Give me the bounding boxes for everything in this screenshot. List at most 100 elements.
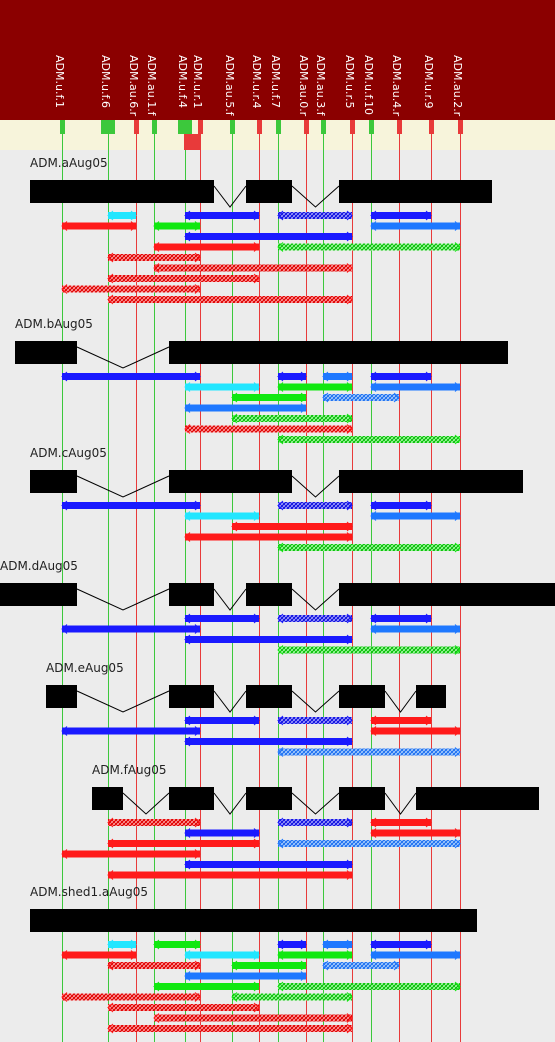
amplicon-arrow-right: [346, 500, 353, 511]
primer-label: ADM.u.f.1: [53, 55, 68, 119]
amplicon-arrow-left: [370, 613, 377, 624]
amplicon-arrow-right: [393, 960, 400, 971]
amplicon-bar: [61, 500, 201, 511]
amplicon-fill: [232, 962, 306, 969]
amplicon-arrow-right: [253, 981, 260, 992]
amplicon-arrow-right: [253, 715, 260, 726]
amplicon-fill: [108, 962, 200, 969]
primer-marker: [369, 120, 374, 134]
amplicon-fill: [278, 544, 460, 551]
amplicon-bar: [370, 500, 432, 511]
exon-block: [339, 470, 523, 493]
exon-block: [339, 685, 385, 708]
amplicon-bar: [277, 500, 353, 511]
amplicon-bar: [231, 521, 353, 532]
transcript-label: ADM.eAug05: [46, 661, 124, 675]
amplicon-arrow-right: [346, 371, 353, 382]
amplicon-fill: [185, 512, 259, 520]
amplicon-bar: [277, 950, 353, 960]
primer-label-text: ADM.au.1.f: [145, 55, 158, 116]
amplicon-fill: [232, 394, 306, 401]
amplicon-arrow-left: [61, 371, 68, 382]
amplicon-arrow-left: [153, 242, 160, 252]
amplicon-bar: [153, 221, 201, 231]
amplicon-arrow-left: [107, 939, 114, 950]
amplicon-arrow-right: [253, 242, 260, 252]
intron-line: [76, 588, 170, 611]
amplicon-fill: [371, 512, 460, 520]
amplicon-bar: [107, 294, 353, 305]
amplicon-arrow-left: [107, 294, 114, 305]
amplicon-bar: [277, 817, 353, 828]
amplicon-fill: [278, 383, 352, 391]
amplicon-bar: [322, 392, 400, 403]
amplicon-arrow-left: [370, 500, 377, 511]
amplicon-arrow-left: [61, 726, 68, 736]
amplicon-arrow-right: [130, 950, 137, 960]
amplicon-fill: [108, 941, 136, 948]
amplicon-bar: [277, 645, 461, 655]
amplicon-arrow-left: [184, 511, 191, 521]
amplicon-fill: [62, 850, 200, 858]
amplicon-fill: [108, 254, 200, 261]
amplicon-fill: [185, 233, 352, 240]
amplicon-arrow-right: [194, 960, 201, 971]
amplicon-bar: [231, 960, 307, 971]
amplicon-arrow-right: [194, 817, 201, 828]
transcript-model: [30, 470, 523, 553]
exon-block: [30, 180, 214, 203]
amplicon-arrow-left: [322, 392, 329, 403]
amplicon-bar: [184, 511, 260, 521]
amplicon-arrow-right: [454, 624, 461, 634]
amplicon-arrow-left: [277, 715, 284, 726]
primer-label: ADM.u.r.4: [250, 55, 265, 119]
amplicon-fill: [278, 819, 352, 826]
intron-line: [76, 475, 170, 498]
amplicon-bar: [107, 252, 201, 263]
amplicon-fill: [154, 222, 200, 230]
exon-block: [169, 787, 214, 810]
amplicon-fill: [278, 212, 352, 219]
amplicon-arrow-right: [346, 294, 353, 305]
amplicon-arrow-right: [300, 371, 307, 382]
amplicon-bar: [277, 939, 307, 950]
amplicon-arrow-left: [231, 960, 238, 971]
exon-block: [30, 470, 77, 493]
amplicon-arrow-right: [253, 273, 260, 284]
amplicon-fill: [108, 871, 352, 879]
amplicon-arrow-left: [184, 859, 191, 870]
intron-line: [384, 690, 417, 713]
amplicon-arrow-left: [370, 210, 377, 221]
amplicon-arrow-left: [231, 392, 238, 403]
amplicon-fill: [371, 717, 431, 724]
amplicon-arrow-right: [393, 392, 400, 403]
amplicon-arrow-right: [253, 382, 260, 392]
amplicon-fill: [62, 993, 200, 1001]
intron-line: [291, 475, 340, 498]
exon-block: [46, 685, 77, 708]
amplicon-bar: [277, 542, 461, 553]
primer-label-text: ADM.au.2.r: [451, 55, 464, 117]
amplicon-fill: [278, 840, 460, 847]
amplicon-bar: [184, 971, 307, 981]
amplicon-bar: [370, 371, 432, 382]
amplicon-arrow-right: [253, 1002, 260, 1013]
amplicon-fill: [108, 275, 259, 282]
amplicon-arrow-right: [454, 542, 461, 553]
amplicon-bar: [370, 382, 461, 392]
amplicon-arrow-right: [425, 371, 432, 382]
primer-label: ADM.u.r.9: [422, 55, 437, 119]
amplicon-arrow-right: [346, 521, 353, 532]
amplicon-arrow-left: [107, 1023, 114, 1034]
amplicon-bar: [370, 828, 461, 838]
amplicon-bar: [370, 613, 432, 624]
amplicon-bar: [322, 960, 400, 971]
primer-label: ADM.u.f.4: [176, 55, 191, 119]
amplicon-fill: [62, 502, 200, 509]
amplicon-arrow-right: [346, 817, 353, 828]
amplicon-bar: [153, 939, 201, 950]
amplicon-arrow-right: [346, 992, 353, 1002]
primer-marker: [257, 120, 262, 134]
amplicon-arrow-left: [277, 747, 284, 757]
amplicon-arrow-left: [184, 715, 191, 726]
